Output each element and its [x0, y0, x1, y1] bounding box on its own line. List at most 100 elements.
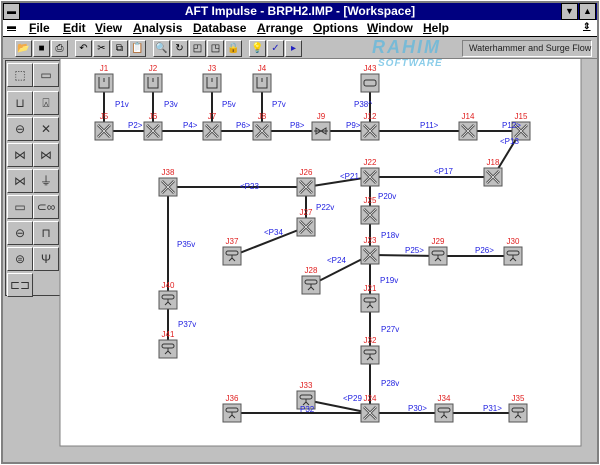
save-icon[interactable]: ■	[33, 40, 50, 57]
junction-j28[interactable]: J28	[301, 266, 321, 295]
junction-j27[interactable]: J27	[296, 208, 316, 237]
gas-accumulator-tool-icon[interactable]: ⍓	[33, 91, 59, 115]
junction-j40[interactable]: J40	[158, 281, 178, 310]
doc-system-menu[interactable]: ▬	[7, 21, 16, 31]
junction-j7[interactable]: J7	[202, 112, 222, 141]
menu-arrange[interactable]: Arrange	[257, 21, 304, 35]
menu-help[interactable]: Help	[423, 21, 450, 35]
junction-j4[interactable]: J4	[252, 64, 272, 93]
pipe[interactable]	[369, 254, 439, 257]
junction-j12[interactable]: J12	[360, 112, 380, 141]
select-all-icon[interactable]: ◳	[207, 40, 224, 57]
relief-tank-tool-icon[interactable]: ⊖	[7, 117, 33, 141]
zoom-icon[interactable]: 🔍	[153, 40, 170, 57]
lightbulb-icon[interactable]: 💡	[249, 40, 266, 57]
junction-j18[interactable]: J18	[483, 158, 503, 187]
junction-label: J32	[364, 336, 377, 345]
junction-j43[interactable]: J43	[360, 64, 380, 93]
vacuum-breaker-tool-icon[interactable]: Ψ	[33, 247, 59, 271]
pipe-tool-icon[interactable]: ▭	[33, 63, 59, 87]
pipe-label: P18v	[381, 231, 399, 240]
menu-database[interactable]: Database	[193, 21, 247, 35]
junction-label: J43	[364, 64, 377, 73]
system-menu-button[interactable]: ▬	[3, 3, 20, 20]
pipe-label: P26>	[475, 246, 494, 255]
vertical-scrollbar[interactable]	[585, 60, 597, 460]
pipe-label: P4>	[183, 121, 198, 130]
turbine-tool-icon[interactable]: ⊜	[7, 247, 33, 271]
copy-icon[interactable]: ⧉	[111, 40, 128, 57]
junction-j37[interactable]: J37	[222, 237, 242, 266]
junction-j9[interactable]: J9	[311, 112, 331, 141]
pipe[interactable]	[305, 399, 371, 414]
lock-icon[interactable]: 🔒	[225, 40, 242, 57]
paste-icon[interactable]: 📋	[129, 40, 146, 57]
pipe-label: P6>	[236, 121, 251, 130]
junction-j1[interactable]: J1	[94, 64, 114, 93]
junction-j35[interactable]: J35	[508, 394, 528, 423]
junction-j24[interactable]: J24	[360, 394, 380, 423]
junction-j36[interactable]: J36	[222, 394, 242, 423]
pipe[interactable]	[231, 226, 307, 257]
spray-tool-icon[interactable]: ⏚	[33, 169, 59, 193]
area-change-tool-icon[interactable]: ⊓	[33, 221, 59, 245]
maximize-button[interactable]: ▲	[579, 3, 596, 20]
assigned-flow-tool-icon[interactable]: ▭	[7, 195, 33, 219]
cut-icon[interactable]: ✂	[93, 40, 110, 57]
junction-j21[interactable]: J21	[360, 284, 380, 313]
assigned-pressure-tool-icon[interactable]: ⊂∞	[33, 195, 59, 219]
loop-icon[interactable]: ↻	[171, 40, 188, 57]
pipe[interactable]	[310, 254, 371, 286]
run-arrow-icon[interactable]: ▸	[285, 40, 302, 57]
pipe-label: <P34	[264, 228, 283, 237]
junction-j6[interactable]: J6	[143, 112, 163, 141]
menu-window[interactable]: Window	[367, 21, 413, 35]
junction-label: J38	[162, 168, 175, 177]
pump-tool-icon[interactable]: ⊖	[7, 221, 33, 245]
junction-j8[interactable]: J8	[252, 112, 272, 141]
menu-file[interactable]: File	[29, 21, 50, 35]
junction-label: J14	[462, 112, 475, 121]
undo-icon[interactable]: ↶	[75, 40, 92, 57]
junction-j22[interactable]: J22	[360, 158, 380, 187]
junction-label: J18	[487, 158, 500, 167]
menu-analysis[interactable]: Analysis	[133, 21, 183, 35]
junction-j30[interactable]: J30	[503, 237, 523, 266]
junction-j38[interactable]: J38	[158, 168, 178, 197]
junction-j33[interactable]: J33	[296, 381, 316, 410]
junction-j15[interactable]: J15	[511, 112, 531, 141]
pipe[interactable]	[305, 176, 371, 188]
restore-button[interactable]: ⇕	[583, 21, 591, 31]
menu-options[interactable]: Options	[313, 21, 359, 35]
pipe-label: P31>	[483, 404, 502, 413]
menu-edit[interactable]: Edit	[63, 21, 86, 35]
junction-j5[interactable]: J5	[94, 112, 114, 141]
open-icon[interactable]: 📂	[15, 40, 32, 57]
junction-j14[interactable]: J14	[458, 112, 478, 141]
reservoir-tool-icon[interactable]: ⊔	[7, 91, 33, 115]
junction-j2[interactable]: J2	[143, 64, 163, 93]
junction-j32[interactable]: J32	[360, 336, 380, 365]
junction-j34[interactable]: J34	[434, 394, 454, 423]
junction-j25[interactable]: J25	[360, 196, 380, 225]
annotation-tool-icon[interactable]: ⬚	[7, 63, 33, 87]
minimize-button[interactable]: ▼	[561, 3, 578, 20]
junction-j23[interactable]: J23	[360, 236, 380, 265]
control-valve-tool-icon[interactable]: ⋈	[7, 169, 33, 193]
check-icon[interactable]: ✓	[267, 40, 284, 57]
valve-tool-icon[interactable]: ⋈	[7, 143, 33, 167]
junction-j29[interactable]: J29	[428, 237, 448, 266]
junction-j41[interactable]: J41	[158, 330, 178, 359]
branch-tool-icon[interactable]: ✕	[33, 117, 59, 141]
pipe-label: P2>	[128, 121, 143, 130]
junction-label: J36	[226, 394, 239, 403]
check-valve-tool-icon[interactable]: ⋈	[33, 143, 59, 167]
pipe-label: P35v	[177, 240, 195, 249]
junction-j3[interactable]: J3	[202, 64, 222, 93]
print-icon[interactable]: ⎙	[51, 40, 68, 57]
menu-view[interactable]: View	[95, 21, 123, 35]
select-icon[interactable]: ◰	[189, 40, 206, 57]
junction-j26[interactable]: J26	[296, 168, 316, 197]
dead-end-tool-icon[interactable]: ⊏⊐	[7, 273, 33, 297]
